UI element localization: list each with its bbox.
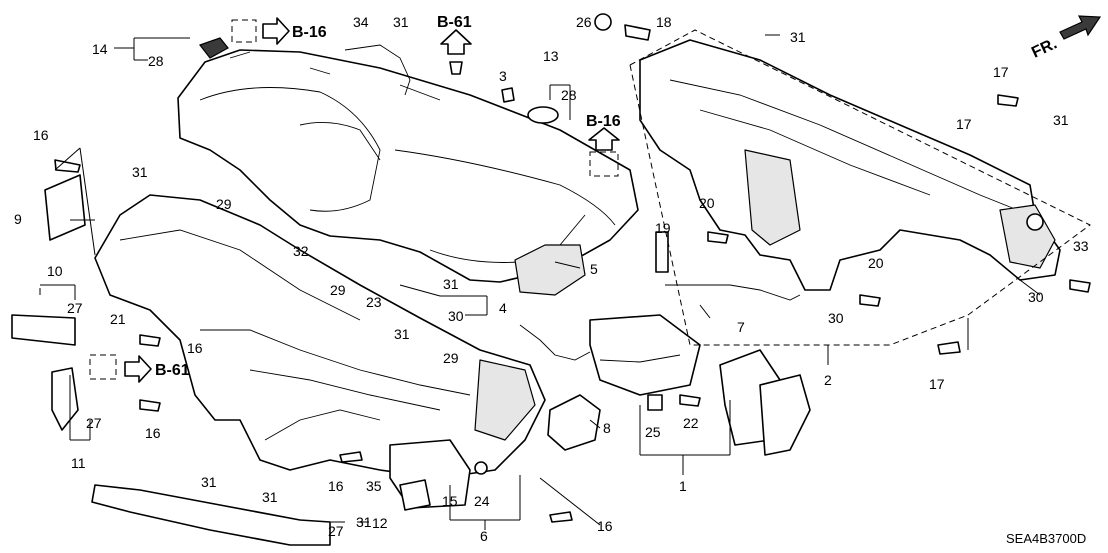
- ref-b16-upper-label: B-16: [292, 24, 327, 41]
- callout-11: 11: [71, 455, 86, 471]
- callout-27a: 27: [67, 300, 83, 316]
- callout-17c: 17: [929, 376, 945, 392]
- side-covers: [719, 349, 811, 456]
- callout-15: 15: [442, 493, 458, 509]
- callout-21: 21: [110, 311, 126, 327]
- glove-box-cover: [547, 394, 601, 451]
- steering-hanger-beam: [639, 39, 1061, 291]
- passenger-airbag: [589, 314, 701, 396]
- left-side-panel: [11, 174, 86, 431]
- callout-30a: 30: [448, 308, 464, 324]
- callout-28b: 28: [561, 87, 577, 103]
- callout-16c: 16: [145, 425, 161, 441]
- callout-17a: 17: [993, 64, 1009, 80]
- callout-16b: 16: [187, 340, 203, 356]
- callout-30b: 30: [828, 310, 844, 326]
- callout-29c: 29: [443, 350, 459, 366]
- callout-10: 10: [47, 263, 63, 279]
- callout-27b: 27: [86, 415, 102, 431]
- ref-b16-upper: B-16: [231, 17, 327, 45]
- callout-7: 7: [737, 319, 745, 335]
- callout-31a: 31: [393, 14, 409, 30]
- dashboard-lower-panel: [94, 194, 546, 479]
- callout-13: 13: [543, 48, 559, 64]
- callout-31g: 31: [201, 474, 217, 490]
- callout-32: 32: [293, 243, 309, 259]
- callout-4: 4: [499, 300, 507, 316]
- callout-17b: 17: [956, 116, 972, 132]
- callout-12: 12: [372, 515, 388, 531]
- callout-31c: 31: [1053, 112, 1069, 128]
- part-code: SEA4B3700D: [1006, 531, 1086, 546]
- callout-33: 33: [1073, 238, 1089, 254]
- ref-b16-mid-label: B-16: [586, 113, 621, 130]
- assembly-boundary: [629, 29, 1091, 350]
- callout-30c: 30: [1028, 289, 1044, 305]
- callout-31e: 31: [443, 276, 459, 292]
- ref-b16-mid: B-16: [586, 113, 621, 177]
- callout-23: 23: [366, 294, 382, 310]
- callout-35: 35: [366, 478, 382, 494]
- callout-18: 18: [656, 14, 672, 30]
- callout-31b: 31: [790, 29, 806, 45]
- direction-label: FR.: [1029, 35, 1060, 61]
- callout-8: 8: [603, 420, 611, 436]
- wire-harness: [344, 44, 801, 361]
- callouts: 1 2 3 4 5 6 7 8 9 10 11 12 13 14 15 16 1…: [14, 14, 1089, 544]
- callout-31i: 31: [356, 514, 372, 530]
- callout-25: 25: [645, 424, 661, 440]
- callout-28a: 28: [148, 53, 164, 69]
- callout-34: 34: [353, 14, 369, 30]
- callout-16e: 16: [597, 518, 613, 534]
- callout-16a: 16: [33, 127, 49, 143]
- callout-16d: 16: [328, 478, 344, 494]
- callout-26: 26: [576, 14, 592, 30]
- hardware-fasteners: [54, 13, 1091, 523]
- callout-20b: 20: [868, 255, 884, 271]
- leader-lines: [39, 34, 1041, 530]
- front-direction-indicator: FR.: [1029, 15, 1102, 62]
- callout-29b: 29: [330, 282, 346, 298]
- callout-3: 3: [499, 68, 507, 84]
- dashboard-upper-panel: [177, 49, 639, 296]
- callout-19: 19: [655, 220, 671, 236]
- lower-trim-strip: [91, 484, 331, 546]
- callout-2: 2: [824, 372, 832, 388]
- callout-20a: 20: [699, 195, 715, 211]
- callout-29a: 29: [216, 196, 232, 212]
- callout-5: 5: [590, 261, 598, 277]
- callout-27c: 27: [328, 523, 344, 539]
- callout-24: 24: [474, 493, 490, 509]
- callout-14: 14: [92, 41, 108, 57]
- callout-9: 9: [14, 211, 22, 227]
- callout-31d: 31: [132, 164, 148, 180]
- ref-b61-upper: B-61: [437, 14, 472, 75]
- ref-b61-upper-label: B-61: [437, 14, 472, 31]
- callout-22: 22: [683, 415, 699, 431]
- ref-b61-lower: B-61: [89, 354, 190, 383]
- callout-31h: 31: [262, 489, 278, 505]
- callout-1: 1: [679, 478, 687, 494]
- callout-31f: 31: [394, 326, 410, 342]
- ref-b61-lower-label: B-61: [155, 362, 190, 379]
- callout-6: 6: [480, 528, 488, 544]
